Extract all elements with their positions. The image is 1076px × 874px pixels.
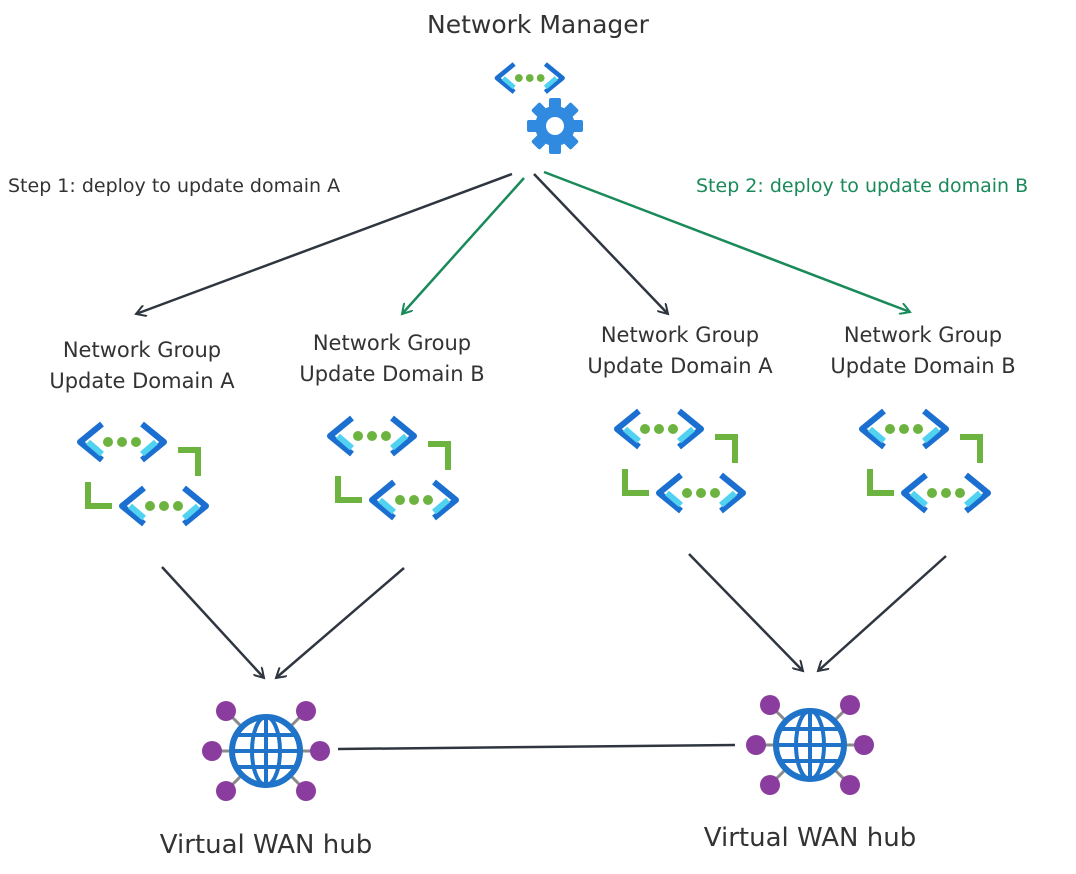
group-3-label: Network Group Update Domain A [560, 320, 800, 382]
arrow-group-3-to-hub-2 [688, 553, 803, 671]
arrow-group-1-to-hub-1 [161, 566, 264, 678]
diagram-title: Network Manager [427, 10, 649, 39]
arrow-manager-to-group-2 [402, 177, 525, 314]
arrow-group-2-to-hub-1 [276, 567, 405, 678]
network-group-icon-1 [80, 424, 206, 524]
group-4-label: Network Group Update Domain B [803, 320, 1043, 382]
hub-2-label: Virtual WAN hub [703, 823, 917, 853]
group-2-name: Network Group [312, 331, 472, 355]
arrow-manager-to-group-4 [543, 170, 910, 312]
hub-1-label: Virtual WAN hub [159, 830, 373, 860]
network-group-icon-2 [330, 418, 456, 518]
group-3-domain: Update Domain A [587, 354, 773, 378]
arrow-manager-to-group-1 [136, 172, 513, 314]
step-1-label: Step 1: deploy to update domain A [8, 175, 341, 197]
group-2-label: Network Group Update Domain B [272, 328, 512, 390]
network-manager-icon [497, 64, 583, 154]
virtual-wan-hub-icon-2 [746, 695, 874, 795]
step-2-label: Step 2: deploy to update domain B [696, 175, 1029, 197]
arrow-manager-to-group-3 [533, 173, 668, 314]
network-group-icon-4 [862, 411, 988, 511]
arrow-group-4-to-hub-2 [818, 555, 947, 671]
group-1-name: Network Group [62, 338, 222, 362]
virtual-wan-hub-icon-1 [202, 701, 330, 801]
group-3-name: Network Group [600, 323, 760, 347]
group-1-label: Network Group Update Domain A [22, 335, 262, 397]
group-2-domain: Update Domain B [299, 362, 485, 386]
group-4-name: Network Group [843, 323, 1003, 347]
group-4-domain: Update Domain B [830, 354, 1016, 378]
network-group-icon-3 [617, 411, 743, 511]
group-1-domain: Update Domain A [49, 369, 235, 393]
hub-connection-line [337, 743, 736, 751]
